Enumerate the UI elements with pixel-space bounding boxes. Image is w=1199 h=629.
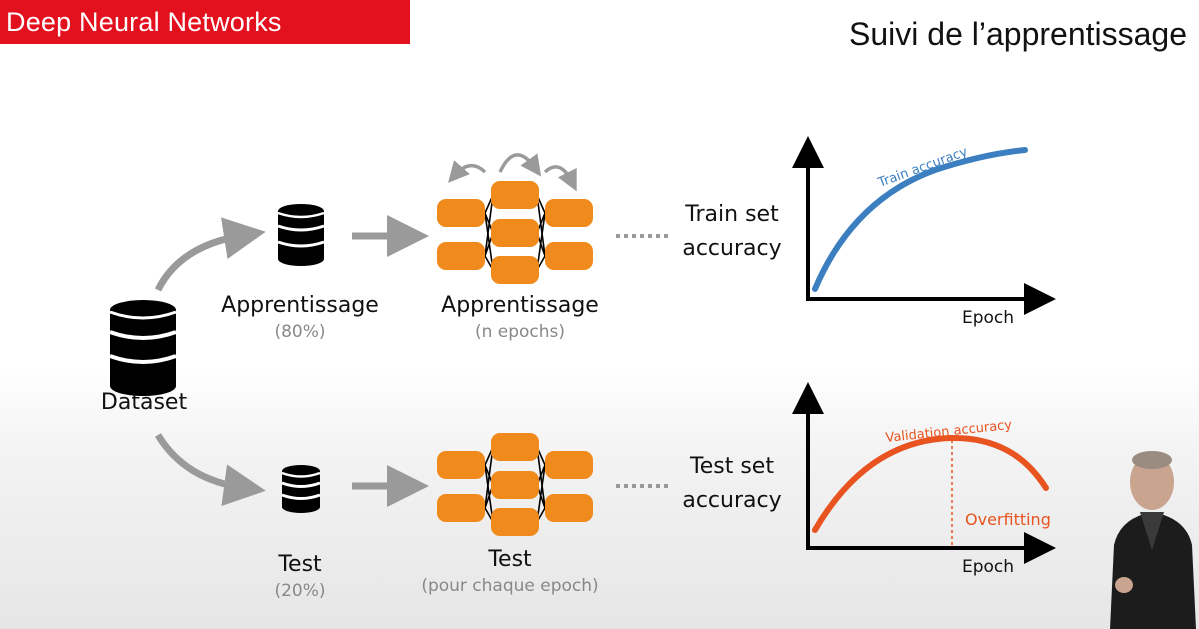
- train-split-label: Apprentissage: [221, 293, 379, 318]
- overfitting-label: Overfitting: [965, 510, 1051, 529]
- train-accuracy-label: Train accuracy: [875, 144, 970, 191]
- branch-arrow-train: [154, 217, 266, 292]
- validation-accuracy-curve: [812, 434, 1049, 533]
- train-accuracy-line2: accuracy: [682, 236, 782, 261]
- dataset-label: Dataset: [100, 390, 188, 415]
- train-split-percent: (80%): [274, 322, 326, 342]
- test-accuracy-line1: Test set: [690, 454, 774, 479]
- train-network-icon: [436, 180, 594, 285]
- branch-arrow-test: [154, 433, 266, 507]
- train-accuracy-chart: Train accuracy Epoch: [792, 136, 1056, 328]
- train-accuracy-line1: Train set: [685, 202, 779, 227]
- test-database-icon: [280, 463, 322, 515]
- train-network-sub: (n epochs): [474, 322, 566, 342]
- test-network-label: Test: [488, 547, 532, 572]
- test-network-icon: [436, 432, 594, 537]
- train-database-icon: [276, 202, 326, 268]
- test-network-sub: (pour chaque epoch): [421, 576, 599, 596]
- validation-accuracy-chart: Validation accuracy Overfitting Epoch: [792, 382, 1056, 577]
- train-accuracy-text: Train set accuracy: [670, 198, 794, 266]
- bottom-chart-xlabel: Epoch: [962, 557, 1014, 577]
- train-network-label: Apprentissage: [441, 293, 599, 318]
- test-split-label: Test: [278, 552, 322, 577]
- database-icon: [108, 298, 178, 398]
- epoch-loop-icon: [448, 153, 577, 192]
- section-banner: Deep Neural Networks: [0, 0, 410, 44]
- slide-title: Suivi de l’apprentissage: [849, 16, 1187, 52]
- presenter-video: [1110, 451, 1196, 629]
- top-chart-xlabel: Epoch: [962, 308, 1014, 328]
- test-accuracy-text: Test set accuracy: [670, 450, 794, 518]
- test-accuracy-line2: accuracy: [682, 488, 782, 513]
- train-accuracy-curve: [812, 147, 1028, 292]
- test-split-percent: (20%): [274, 581, 326, 601]
